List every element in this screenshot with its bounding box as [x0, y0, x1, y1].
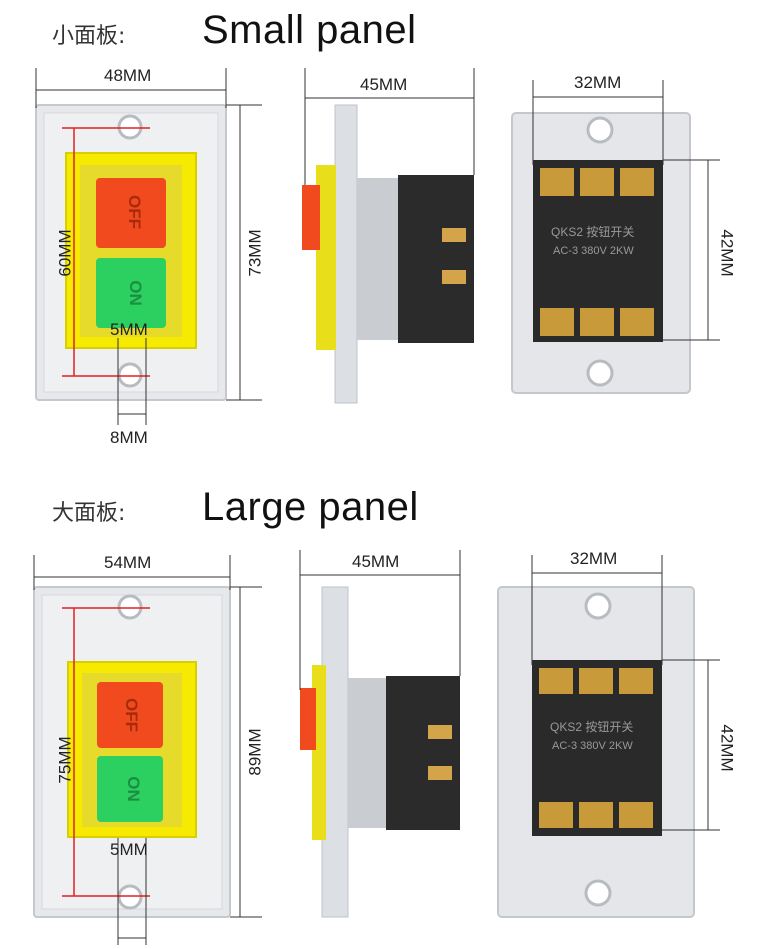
large-front-view: [33, 555, 262, 945]
large-depth-label: 45MM: [352, 552, 400, 571]
small-on-button: [96, 258, 166, 328]
large-button-gap-label: 5MM: [110, 840, 148, 859]
large-back-height-label: 42MM: [717, 724, 737, 772]
large-inner-height-label: 75MM: [55, 736, 75, 784]
small-panel-label-en: Small panel: [202, 8, 417, 52]
large-off-button: [97, 682, 163, 748]
small-depth-label: 45MM: [360, 75, 408, 94]
small-off-button: [96, 178, 166, 248]
large-side-view: [299, 550, 461, 918]
small-back-width-label: 32MM: [574, 73, 622, 92]
small-switch-text: QKS2 按钮开关: [551, 225, 635, 239]
small-width-label: 48MM: [104, 66, 152, 85]
large-panel-label-en: Large panel: [202, 485, 419, 529]
large-panel-label-cn: 大面板:: [52, 501, 126, 526]
large-rating-text: AC-3 380V 2KW: [552, 740, 633, 752]
large-off-label: OFF: [122, 698, 141, 732]
small-hole-label: 8MM: [110, 428, 148, 447]
large-height-label: 89MM: [245, 728, 265, 776]
small-rating-text: AC-3 380V 2KW: [553, 245, 634, 257]
large-on-label: ON: [123, 776, 143, 802]
small-panel-heading: 小面板: Small panel: [52, 8, 417, 53]
small-back-view: [511, 80, 720, 394]
large-back-width-label: 32MM: [570, 549, 618, 568]
large-back-view: [497, 555, 720, 918]
small-front-view: [35, 68, 262, 425]
small-button-gap-label: 5MM: [110, 320, 148, 339]
small-panel-label-cn: 小面板:: [52, 24, 126, 49]
large-panel-heading: 大面板: Large panel: [52, 485, 419, 530]
large-switch-text: QKS2 按钮开关: [550, 720, 634, 734]
large-on-button: [97, 756, 163, 822]
small-side-view: [302, 68, 475, 404]
large-width-label: 54MM: [104, 553, 152, 572]
